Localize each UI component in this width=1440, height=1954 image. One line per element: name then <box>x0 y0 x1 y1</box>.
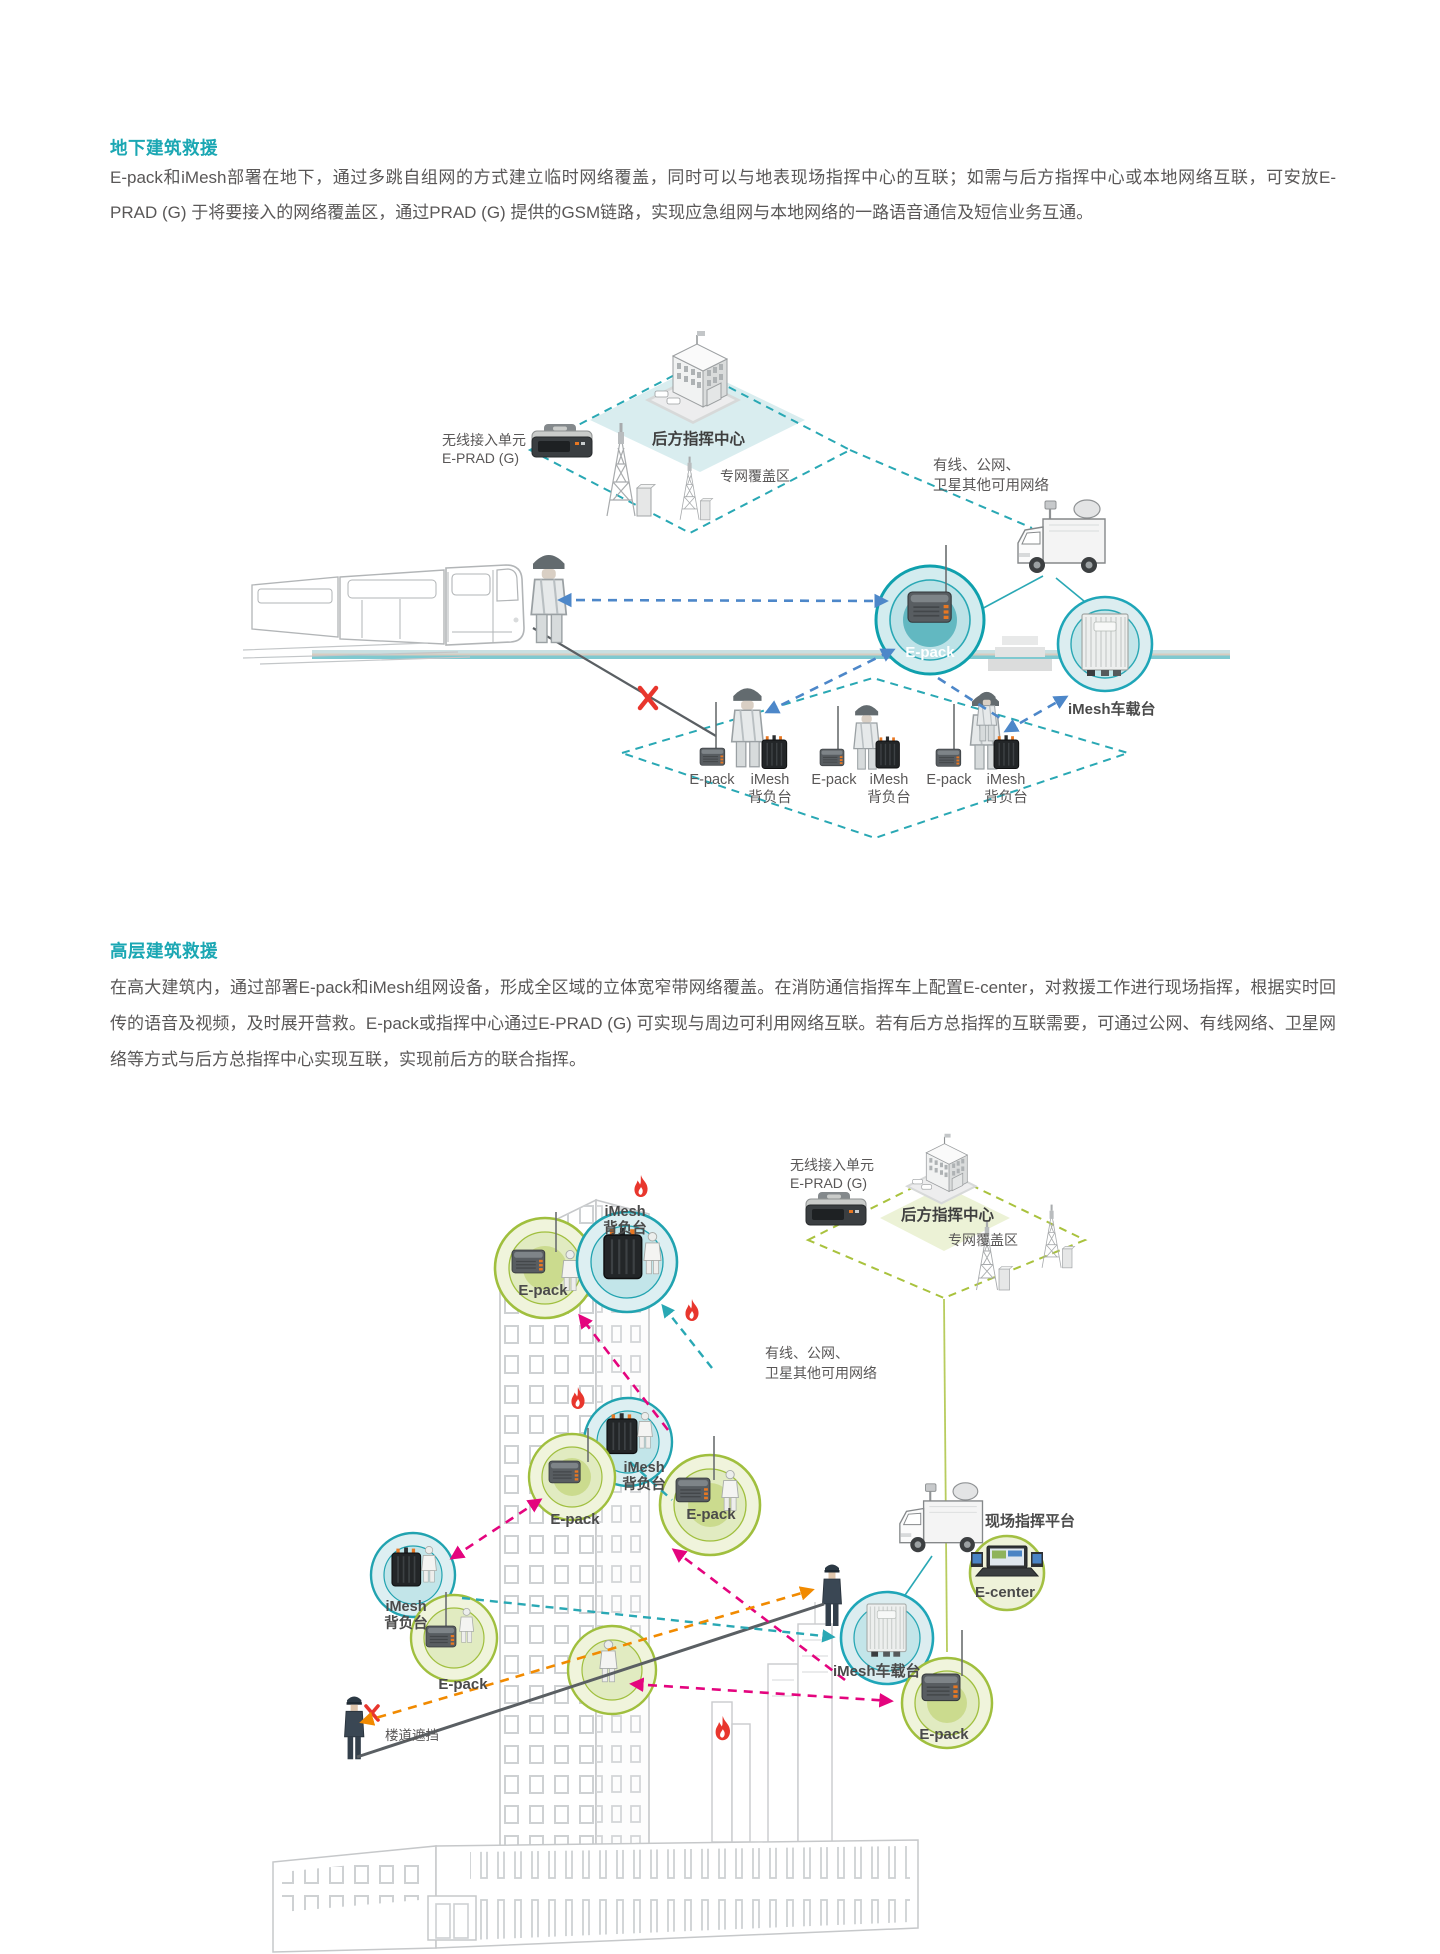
epack-device-icon <box>675 1477 711 1503</box>
blocked-x-icon <box>364 1704 380 1722</box>
epack-device-icon <box>907 591 953 624</box>
metro-train-icon <box>242 564 525 665</box>
rear-command-label: 后方指挥中心 <box>901 1205 995 1224</box>
wireless-unit-label: 无线接入单元 <box>790 1157 874 1173</box>
eprad-device-icon <box>805 1191 867 1226</box>
imesh-backpack-icon <box>875 735 901 769</box>
command-vehicle-icon <box>1016 498 1107 575</box>
eprad-label: E-PRAD (G) <box>442 450 519 466</box>
epack-device-icon <box>511 1249 546 1274</box>
svg-text:iMesh: iMesh <box>870 772 909 788</box>
epack-node <box>900 1630 994 1750</box>
responder-labels: E-pack iMesh 背负台 E-pack iMesh 背负台 E-pack… <box>689 772 1027 806</box>
epack-node-label: E-pack <box>905 644 955 661</box>
other-networks-label-2: 卫星其他可用网络 <box>765 1365 877 1381</box>
ecenter-node <box>968 1534 1046 1612</box>
blocked-path <box>532 627 717 737</box>
backpack-label: 背负台 <box>622 1475 666 1493</box>
imesh-vehicle-label: iMesh车载台 <box>1068 700 1156 718</box>
epack-device-icon <box>425 1625 457 1648</box>
imesh-vehicle-radio-icon <box>1081 613 1129 677</box>
svg-text:背负台: 背负台 <box>984 789 1028 806</box>
section1-paragraph: E-pack和iMesh部署在地下，通过多跳自组网的方式建立临时网络覆盖，同时可… <box>110 168 1336 222</box>
rear-command-center-building-icon <box>904 1133 979 1206</box>
fire-icon <box>685 1299 699 1321</box>
epack-node <box>493 1212 597 1320</box>
other-networks-label-1: 有线、公网、 <box>765 1345 849 1361</box>
imesh-label: iMesh <box>385 1599 426 1615</box>
rear-command-label: 后方指挥中心 <box>652 429 746 448</box>
commander-person-icon <box>822 1564 842 1627</box>
svg-text:E-pack: E-pack <box>926 772 972 788</box>
imesh-label: iMesh <box>623 1460 664 1476</box>
mesh-links-blue <box>557 592 1069 733</box>
svg-text:iMesh: iMesh <box>751 772 790 788</box>
imesh-backpack-node <box>575 1210 679 1314</box>
svg-text:E-pack: E-pack <box>811 772 857 788</box>
epack-label: E-pack <box>518 1282 568 1299</box>
epack-device-icon <box>548 1460 581 1484</box>
imesh-label: iMesh <box>604 1204 645 1220</box>
underground-rescue-diagram: 无线接入单元 E-PRAD (G) 后方指挥中心 专网覆盖区 有线、公网、 卫星… <box>242 330 1230 840</box>
other-networks-label-1: 有线、公网、 <box>933 457 1020 474</box>
epack-node <box>658 1436 762 1557</box>
site-platform-label: 现场指挥平台 <box>985 1512 1075 1530</box>
command-vehicle-icon <box>898 1481 984 1554</box>
mesh-links <box>359 1303 894 1726</box>
commander-person-icon <box>344 1696 365 1760</box>
wireless-unit-label: 无线接入单元 <box>442 432 526 448</box>
epack-device-icon <box>935 748 962 767</box>
section2-paragraph: 在高大建筑内，通过部署E-pack和iMesh组网设备，形成全区域的立体宽窄带网… <box>110 978 1336 1069</box>
epack-node <box>874 545 986 676</box>
wan-vertical-link <box>943 1298 948 1653</box>
highrise-rescue-diagram: 无线接入单元 E-PRAD (G) 后方指挥中心 专网覆盖区 有线、公网、 卫星… <box>272 1133 1088 1953</box>
ecenter-label: E-center <box>975 1584 1035 1601</box>
rear-command-zone <box>805 1133 1088 1300</box>
base-station-tower-icon <box>1041 1204 1076 1269</box>
epack-device-icon <box>699 747 726 766</box>
blocked-x-icon <box>637 685 659 711</box>
private-coverage-label: 专网覆盖区 <box>948 1232 1018 1248</box>
backpack-label: 背负台 <box>603 1219 647 1237</box>
platform-steps-icon <box>988 636 1052 671</box>
imesh-vehicle-radio-icon <box>866 1603 907 1658</box>
imesh-vehicle-label: iMesh车载台 <box>833 1662 921 1680</box>
imesh-backpack-icon <box>391 1546 422 1587</box>
corridor-block-label: 楼道遮挡 <box>385 1728 439 1743</box>
imesh-vehicle-node <box>1056 595 1154 693</box>
epack-label: E-pack <box>550 1511 600 1528</box>
vehicle-radio-link <box>900 1555 933 1602</box>
epack-label: E-pack <box>919 1726 969 1743</box>
eprad-label: E-PRAD (G) <box>790 1175 867 1191</box>
epack-label: E-pack <box>438 1676 488 1693</box>
imesh-backpack-icon <box>761 734 788 770</box>
epack-node <box>527 1428 617 1522</box>
podium-building <box>272 1839 919 1953</box>
epack-label: E-pack <box>686 1506 736 1523</box>
other-networks-label-2: 卫星其他可用网络 <box>933 477 1049 494</box>
private-network-zone <box>527 330 853 535</box>
svg-text:E-pack: E-pack <box>689 772 735 788</box>
section1-heading: 地下建筑救援 <box>110 138 218 158</box>
svg-text:背负台: 背负台 <box>748 789 792 806</box>
fire-icon <box>634 1175 648 1197</box>
backpack-label: 背负台 <box>384 1614 428 1632</box>
epack-device-icon <box>819 748 845 767</box>
section2-heading: 高层建筑救援 <box>110 941 218 961</box>
eprad-device-icon <box>531 423 593 458</box>
vehicle-node-links <box>975 575 1091 613</box>
wan-link-dashed <box>849 449 1033 529</box>
imesh-backpack-icon <box>606 1412 638 1455</box>
svg-text:iMesh: iMesh <box>987 772 1026 788</box>
epack-device-icon <box>921 1673 961 1702</box>
svg-text:背负台: 背负台 <box>867 789 911 806</box>
city-skyline <box>711 1602 833 1845</box>
responder-person-icon <box>730 687 765 768</box>
private-coverage-label: 专网覆盖区 <box>720 468 790 484</box>
imesh-backpack-icon <box>993 734 1020 770</box>
